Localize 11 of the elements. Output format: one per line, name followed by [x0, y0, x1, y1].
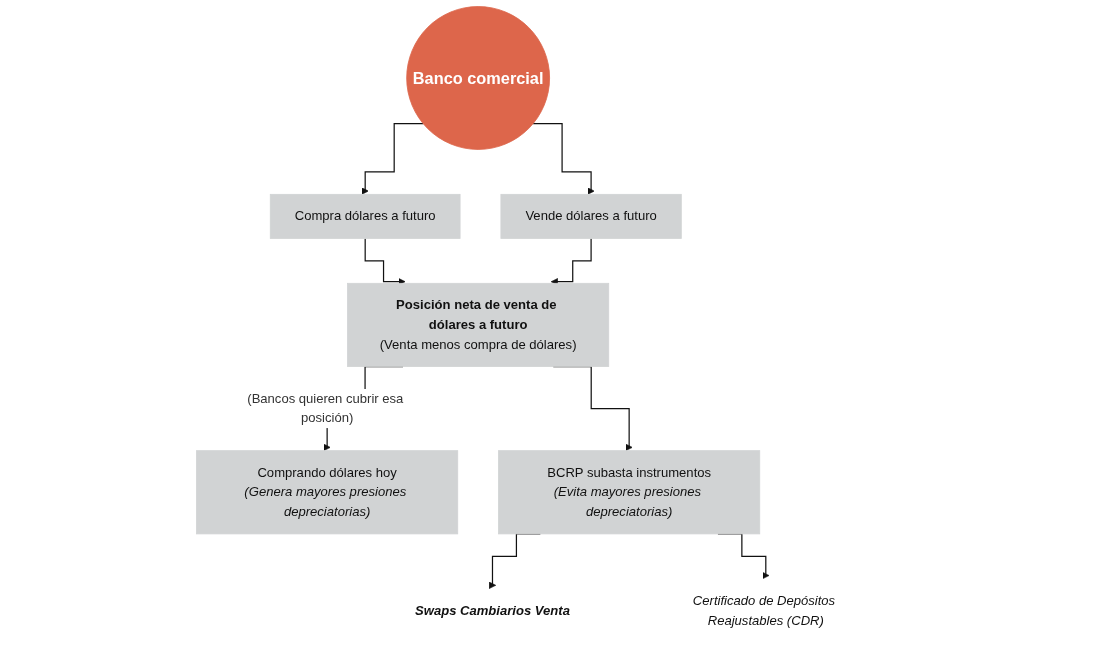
node-text: Swaps Cambiarios Venta	[415, 603, 570, 618]
arrow	[361, 123, 424, 195]
node-box: Vende dólares a futuro	[500, 193, 682, 239]
node-box: Posición neta de venta de dólares a futuro (Venta menos compra de dólares)	[347, 282, 610, 367]
node-circle: Banco comercial	[406, 6, 551, 150]
node-box: Compra dólares a futuro	[269, 193, 461, 239]
node-box: Comprando dólares hoy (Genera mayores presiones depreciatorias)	[196, 450, 459, 535]
arrow	[532, 123, 595, 195]
edge-label: (Bancos quieren cubrir esa posición)	[247, 391, 404, 425]
node-text: Certificado de Depósitos Reajustables (CDR)	[692, 593, 836, 627]
node-box: BCRP subasta instrumentos (Evita mayores presiones depreciatorias)	[498, 450, 761, 535]
